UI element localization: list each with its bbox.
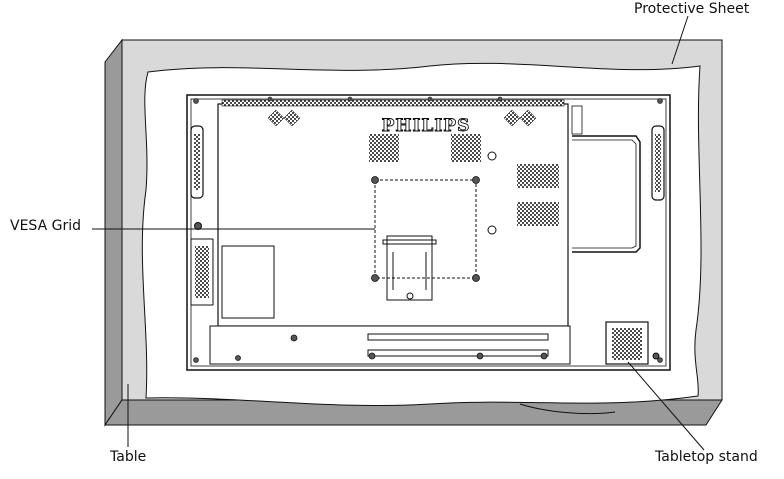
stand-inner [612,328,642,360]
callout-line-stand [627,361,705,451]
bottom-screws [235,334,548,361]
right-bracket [572,135,641,253]
callout-lines [92,15,705,451]
frame-screws [193,96,663,363]
label-protective-sheet: Protective Sheet [634,1,750,17]
left-module [221,245,275,319]
brand-logo: PHILIPS [382,116,471,136]
io-ports [195,246,209,298]
vent-4 [517,202,559,226]
vesa-grid [374,179,477,279]
right-handle-grip [655,134,661,192]
stand-screw [652,352,660,360]
right-bracket-inner [572,139,637,249]
top-rail [221,99,565,107]
right-strip [571,105,583,135]
table-side-left [104,38,123,427]
bottom-strip [209,325,571,365]
vent-1 [369,134,399,162]
bottom-rail [367,333,549,341]
sheet-fold [519,403,616,415]
vesa-screws [371,176,480,282]
display-rear: PHILIPS [186,94,671,371]
vesa-callout-screw [194,222,202,230]
diamond-vents [267,109,537,127]
vesa-bracket [382,235,437,301]
label-tabletop-stand: Tabletop stand [655,449,758,465]
callout-line-protective [671,15,689,65]
left-handle-grip [194,134,200,190]
label-table: Table [110,449,147,465]
misc-screws [487,151,497,235]
label-vesa-grid: VESA Grid [10,218,81,234]
vent-2 [451,134,481,162]
bottom-rail-2 [367,349,549,357]
vent-3 [517,164,559,188]
